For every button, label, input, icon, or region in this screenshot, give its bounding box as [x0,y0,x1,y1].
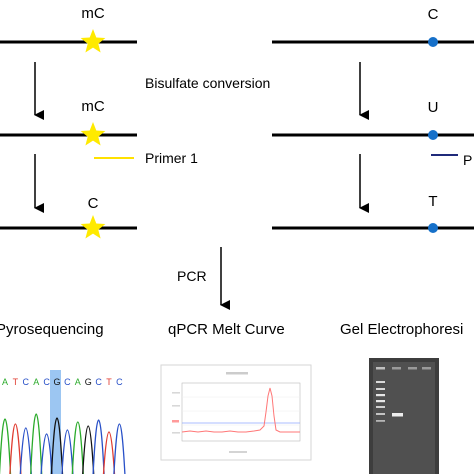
gel-well-1 [376,367,385,370]
pyro-peak [30,413,43,474]
pyro-peak [9,423,22,474]
pyro-peak [0,418,12,474]
gel-sample-band [392,413,403,417]
melt-ytick-blob-1 [172,392,180,394]
pyro-base-letter: A [2,377,8,387]
bisulfate-conversion-label: Bisulfate conversion [145,75,270,91]
left-middle-base-label: mC [81,98,104,115]
pyro-base-letter: C [116,377,123,387]
left-bottom-base-label: C [88,195,99,212]
pyro-peak [40,433,53,474]
pyro-peak [113,423,126,474]
pyro-peak [50,417,64,474]
gel-ladder-band-3 [376,394,385,397]
gel-ladder-band-7 [376,420,385,422]
pyro-base-letter: A [33,377,39,387]
dot-icon-middle [428,130,438,140]
pyro-peak [82,425,95,474]
pyro-base-letter: G [53,377,60,387]
melt-ytick-blob-2 [172,405,180,407]
right-top-base-label: C [428,6,439,23]
melt-xaxis-blob [229,451,247,453]
dot-icon-top [428,37,438,47]
gel-title: Gel Electrophoresi [340,321,463,338]
star-icon-bottom [80,215,106,239]
gel-well-2 [392,367,401,370]
star-icon-top [80,29,106,53]
pyro-base-letter: A [75,377,81,387]
primer-2-label: P [463,152,472,168]
gel-ladder-band-6 [376,413,385,415]
pyro-peak [102,431,116,474]
melt-curve-line [181,387,300,433]
gel-ladder-band-2 [376,388,385,390]
pcr-label: PCR [177,268,207,284]
pyro-base-letter: T [106,377,112,387]
gel-ladder-band-5 [376,406,385,408]
melt-ytick-blob-3 [172,432,180,434]
dot-icon-bottom [428,223,438,233]
pyrosequencing-title: Pyrosequencing [0,321,104,338]
left-top-base-label: mC [81,5,104,22]
pyro-peak [92,419,105,474]
right-bottom-base-label: T [428,193,437,210]
gel-ladder-band-1 [376,381,385,383]
melt-title-blob [226,372,248,375]
right-middle-base-label: U [428,99,439,116]
gel-well-4 [422,367,431,370]
pyro-base-letter: C [43,377,50,387]
pyro-base-letter: T [13,377,19,387]
star-icon-middle [80,122,106,146]
melt-legend-blob [172,420,179,423]
pyro-base-letter: C [95,377,102,387]
primer-1-label: Primer 1 [145,150,198,166]
gel-ladder-band-4 [376,400,385,403]
pyro-base-letter: G [85,377,92,387]
pyro-peak [61,429,74,474]
pyro-peaks [0,413,126,474]
gel-panel [369,358,439,474]
gel-well-3 [408,367,417,370]
melt-curve-panel [160,364,312,461]
pyro-base-letter: C [64,377,71,387]
pyro-peak [71,421,84,474]
melt-curve-title: qPCR Melt Curve [168,321,285,338]
gel-inner [373,362,435,474]
pyro-peak [19,427,32,474]
pyro-base-letter: C [23,377,30,387]
